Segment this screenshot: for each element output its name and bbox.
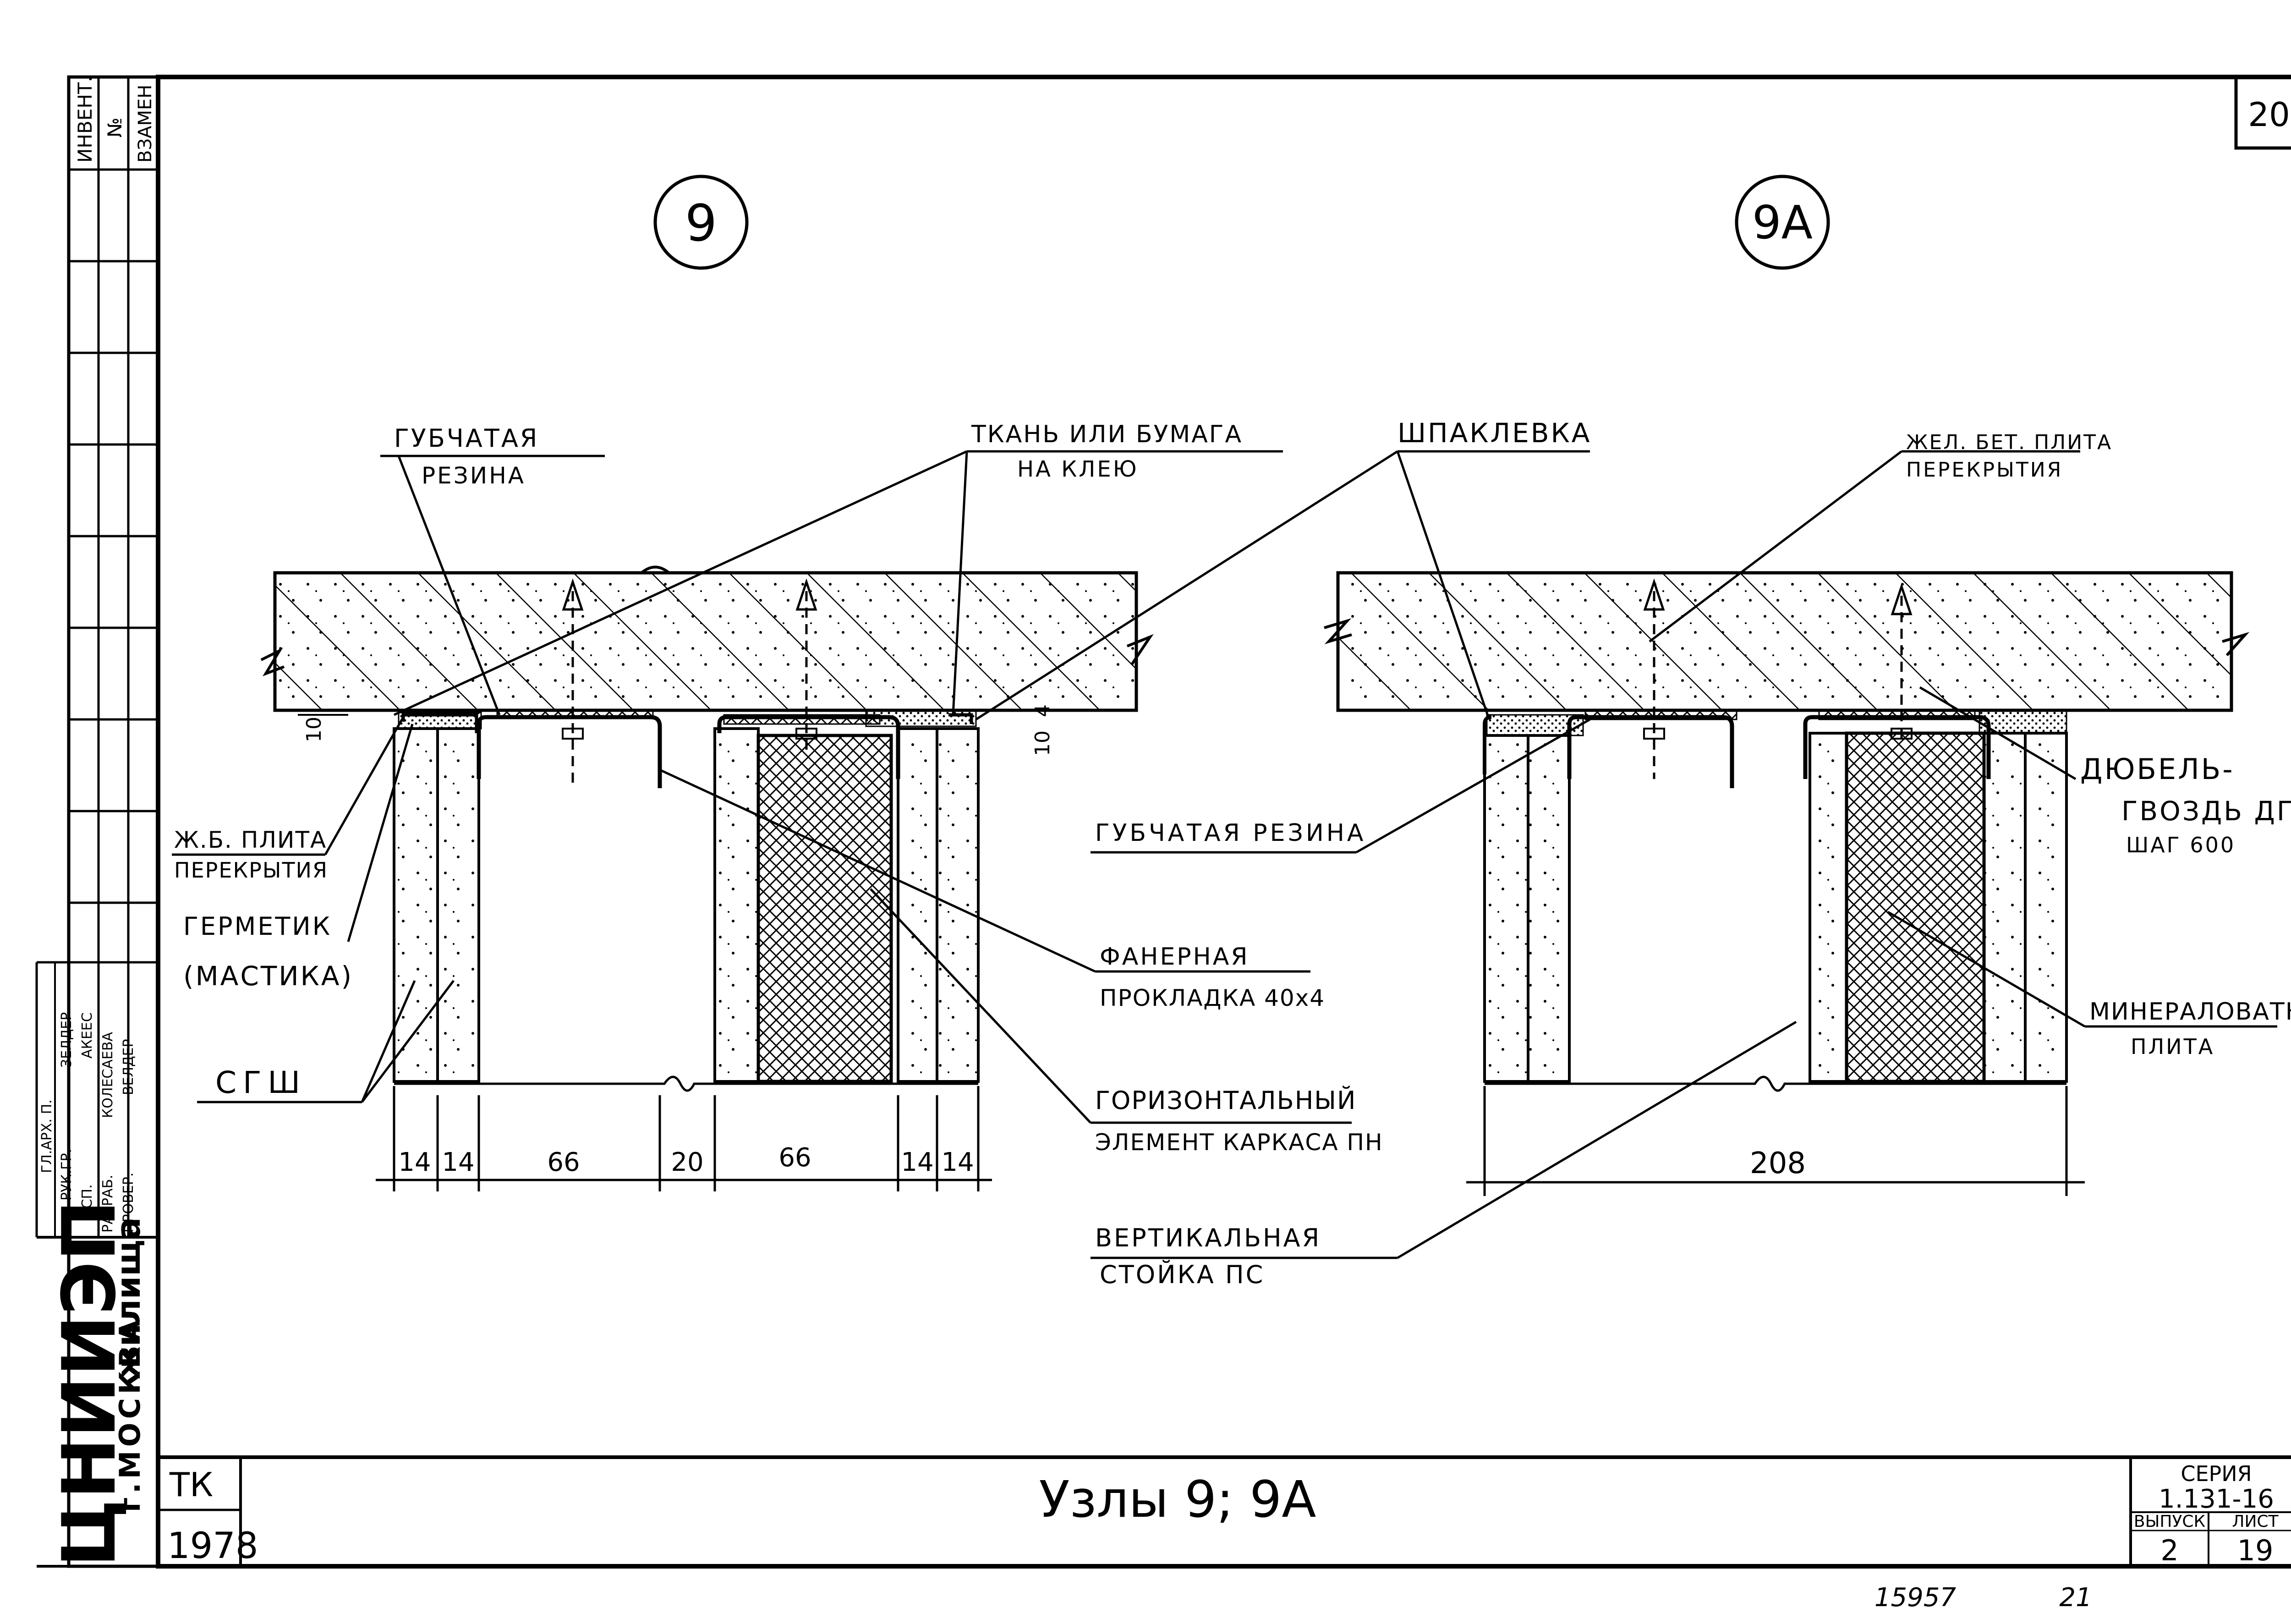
slab-9a	[1324, 571, 2250, 712]
label-fabric-1: ТКАНЬ ИЛИ БУМАГА	[971, 421, 1243, 448]
node-marker-9a: 9А	[1735, 175, 1830, 270]
stamp-role-4: РАЗРАБ.	[100, 1174, 116, 1233]
sheet-label: ЛИСТ	[2232, 1512, 2279, 1531]
stamp-role-2: РУК.ГР.	[59, 1149, 75, 1201]
svg-text:9А: 9А	[1752, 196, 1813, 249]
label-sponge-rubber-1: ГУБЧАТАЯ	[394, 424, 539, 453]
label-horizontal-2: ЭЛЕМЕНТ КАРКАСА ПН	[1095, 1129, 1383, 1156]
label-gypsum-board: СГШ	[215, 1065, 307, 1100]
node-9a-drawing: 208	[1324, 571, 2250, 1196]
stamp-role-3: ИСП.	[79, 1185, 95, 1219]
dimension-line-9	[376, 1086, 992, 1191]
page-number: 20	[2248, 95, 2290, 134]
nail-9-left	[562, 578, 584, 788]
institute-city: г.МОСКВА	[113, 1320, 147, 1512]
dim-9-5: 66	[778, 1143, 811, 1173]
nail-9a-right	[1891, 583, 1913, 742]
right-module-9	[713, 709, 980, 1083]
margin-label-invent: ИНВЕНТ.	[74, 76, 96, 163]
label-dowel-2: ГВОЗДЬ ДГ	[2121, 796, 2291, 827]
label-vertical-1: ВЕРТИКАЛЬНАЯ	[1095, 1223, 1321, 1252]
dim-9-4: 20	[671, 1147, 703, 1177]
drawing-title: Узлы 9; 9А	[1039, 1470, 1316, 1529]
label-slab-9a-1: ЖЕЛ. БЕТ. ПЛИТА	[1906, 431, 2112, 454]
stamp-role-5: ПРОВЕР.	[121, 1173, 137, 1233]
label-putty: ШПАКЛЕВКА	[1398, 417, 1591, 449]
issue-value: 2	[2160, 1534, 2178, 1567]
footer-left: 15957	[1874, 1583, 1957, 1613]
gap-9-right: 10	[1031, 730, 1054, 756]
node-marker-9: 9	[653, 175, 749, 270]
label-fabric-2: НА КЛЕЮ	[1017, 456, 1139, 482]
label-dowel-1: ДЮБЕЛЬ-	[2080, 752, 2235, 786]
org-code: ТК	[169, 1465, 213, 1504]
leader-lines	[172, 450, 2277, 1259]
stamp-role-1: ГЛ.АРХ. П.	[39, 1099, 55, 1173]
break-line-9	[394, 1075, 978, 1092]
series-value: 1.131-16	[2159, 1484, 2274, 1514]
label-slab-9-1: Ж.Б. ПЛИТА	[174, 827, 327, 853]
labels: ГУБЧАТАЯ РЕЗИНА ТКАНЬ ИЛИ БУМАГА НА КЛЕЮ…	[174, 417, 2291, 1289]
stamp-name-4: ВЕЛДЕР	[121, 1039, 137, 1095]
label-plywood-1: ФАНЕРНАЯ	[1100, 943, 1249, 971]
label-slab-9a-2: ПЕРЕКРЫТИЯ	[1906, 458, 2063, 482]
left-wall-9	[393, 712, 482, 1083]
dimension-line-9a	[1466, 1086, 2085, 1196]
break-line-9a	[1485, 1075, 2066, 1092]
label-slab-9-2: ПЕРЕКРЫТИЯ	[174, 858, 328, 883]
label-sponge-rubber-line: ГУБЧАТАЯ РЕЗИНА	[1095, 819, 1366, 847]
dim-9a-total: 208	[1750, 1147, 1806, 1180]
institute-sub: жилища	[109, 1218, 148, 1379]
stamp-name-3: КОЛЕСАЕВА	[100, 1032, 116, 1118]
dim-9-7: 14	[941, 1147, 974, 1177]
margin-label-number: №	[104, 117, 126, 137]
sheet-value: 19	[2237, 1534, 2274, 1567]
frame	[35, 75, 2291, 1569]
dim-9-6: 14	[901, 1147, 933, 1177]
dim-9-2: 14	[442, 1147, 474, 1177]
label-sealant-2: (МАСТИКА)	[183, 960, 353, 992]
left-margin-texts: ИНВЕНТ. № ВЗАМЕН ГЛ.АРХ. П. РУК.ГР. ИСП.…	[39, 76, 156, 1567]
stamp-name-1: ЗЕЛДЕР	[59, 1012, 75, 1068]
stamp-name-2: АКЕЕС	[79, 1012, 95, 1059]
label-vertical-2: СТОЙКА ПС	[1100, 1260, 1265, 1289]
label-mineral-1: МИНЕРАЛОВАТН.	[2089, 998, 2291, 1026]
label-dowel-3: ШАГ 600	[2126, 833, 2236, 857]
series-label: СЕРИЯ	[2181, 1461, 2252, 1486]
footer-right: 21	[2059, 1583, 2092, 1613]
svg-text:9: 9	[685, 194, 717, 252]
label-sealant-1: ГЕРМЕТИК	[183, 912, 332, 941]
plywood-left-9	[496, 709, 654, 719]
dim-9-1: 14	[398, 1147, 431, 1177]
nail-9-right	[795, 578, 817, 756]
label-plywood-2: ПРОКЛАДКА 40х4	[1100, 985, 1325, 1011]
gap-9-left: 10	[302, 717, 326, 742]
margin-label-vzamen: ВЗАМЕН	[135, 85, 156, 163]
year: 1978	[167, 1525, 258, 1567]
node-9-drawing: 14 14 66 20 66 14 14 10 10 4	[260, 565, 1154, 1191]
issue-label: ВЫПУСК	[2134, 1512, 2205, 1531]
institute-name: ЦНИИЭП	[46, 1200, 132, 1567]
slab-9	[260, 565, 1154, 712]
label-horizontal-1: ГОРИЗОНТАЛЬНЫЙ	[1095, 1086, 1356, 1115]
label-sponge-rubber-2: РЕЗИНА	[422, 462, 526, 489]
dim-9-3: 66	[547, 1147, 580, 1177]
label-mineral-2: ПЛИТА	[2131, 1034, 2214, 1059]
nail-9a-left	[1643, 578, 1665, 779]
